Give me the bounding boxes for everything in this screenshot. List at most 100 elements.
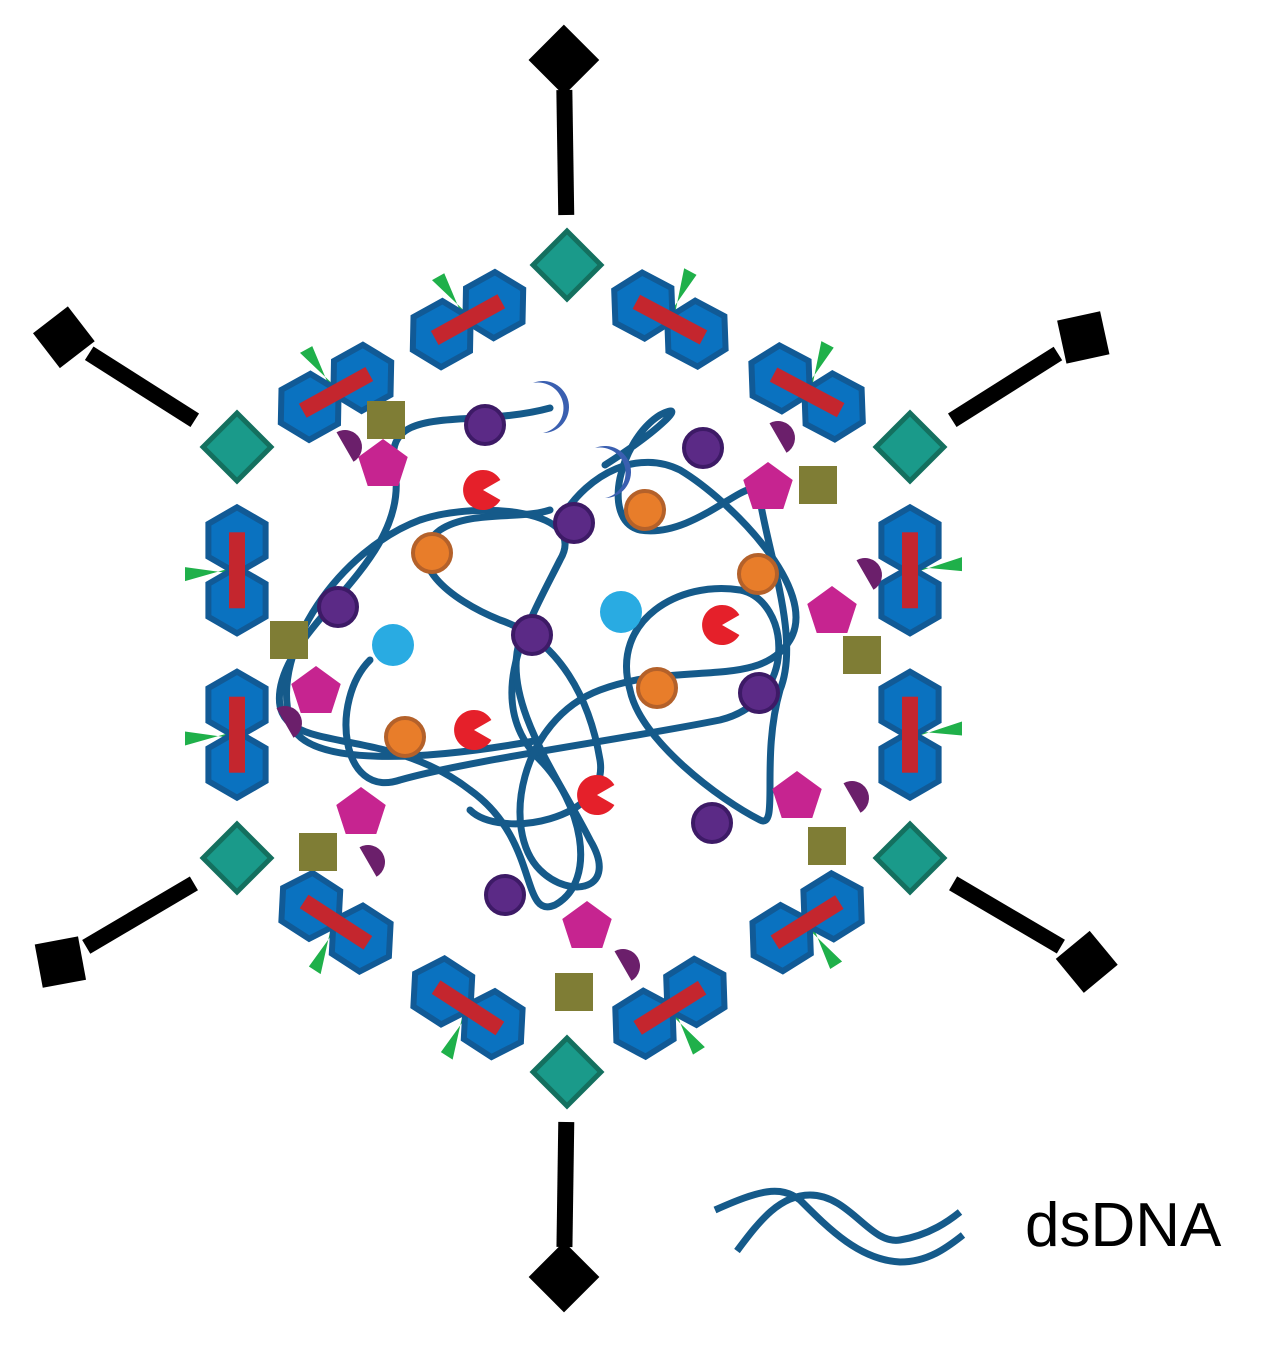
fiber-shaft: [949, 876, 1065, 954]
hexon-pair: [612, 955, 728, 1061]
legend-strand: [713, 1187, 966, 1266]
cement-bar: [633, 980, 707, 1035]
cement-bar: [430, 294, 506, 345]
purple-half-protein: [336, 430, 362, 462]
spike: [666, 1005, 705, 1055]
purple-protein: [484, 874, 526, 916]
core-proteins: [270, 380, 882, 1011]
penton: [872, 820, 948, 896]
spike: [910, 557, 962, 575]
fiber-knob: [33, 306, 95, 369]
fiber-shaft: [556, 89, 575, 216]
orange-protein: [624, 489, 666, 531]
hexon-pair: [409, 268, 527, 371]
capsid: [185, 227, 962, 1110]
red-pacman-protein: [454, 710, 492, 750]
red-pacman-protein: [577, 775, 615, 816]
magenta-pentagon-protein: [562, 901, 612, 949]
fiber-knob: [34, 936, 87, 988]
red-pacman-protein: [463, 470, 501, 510]
cement-bar: [229, 532, 245, 609]
olive-square-protein: [843, 636, 881, 674]
purple-half-protein: [276, 706, 302, 738]
purple-half-protein: [843, 781, 869, 813]
cement-bar: [298, 367, 374, 418]
cement-bar: [431, 980, 505, 1036]
cement-bar: [770, 895, 844, 950]
purple-half-protein: [614, 949, 640, 981]
purple-protein: [682, 427, 724, 469]
fiber-knob: [528, 1241, 600, 1313]
fiber-shaft: [556, 1121, 575, 1248]
hexon-pair: [185, 503, 269, 637]
dna-strand: [275, 404, 585, 911]
purple-half-protein: [769, 421, 795, 453]
magenta-pentagon-protein: [336, 787, 386, 835]
legend-label: dsDNA: [1025, 1191, 1222, 1260]
hexon-pair: [878, 503, 962, 637]
purple-protein: [691, 802, 733, 844]
fiber-shaft: [947, 346, 1063, 428]
fibers: [33, 24, 1118, 1313]
orange-protein: [636, 667, 678, 709]
dna-strand: [342, 407, 791, 825]
penton: [529, 1034, 605, 1110]
hexon-pair: [749, 869, 865, 975]
fiber-knob: [1055, 930, 1118, 993]
olive-square-protein: [799, 466, 837, 504]
hexon-pair: [878, 668, 962, 802]
purple-protein: [317, 586, 359, 628]
magenta-pentagon-protein: [807, 586, 857, 634]
hexon-pair: [748, 341, 866, 443]
spike: [185, 566, 237, 582]
purple-protein: [738, 672, 780, 714]
red-pacman-protein: [702, 605, 740, 646]
penton: [529, 227, 605, 303]
cement-bar: [769, 367, 845, 418]
olive-square-protein: [555, 973, 593, 1011]
penton: [199, 820, 275, 896]
fiber-shaft: [84, 346, 200, 427]
penton: [199, 409, 275, 485]
cement-bar: [902, 532, 918, 609]
cement-bar: [299, 894, 373, 950]
magenta-pentagon-protein: [772, 771, 822, 819]
penton: [872, 409, 948, 485]
fiber-knob: [528, 24, 600, 96]
purple-half-protein: [359, 845, 385, 877]
hexon-pair: [185, 668, 269, 802]
cement-bar: [632, 294, 708, 345]
olive-square-protein: [299, 833, 337, 871]
spike: [185, 730, 237, 746]
olive-square-protein: [367, 401, 405, 439]
light-blue-protein: [372, 624, 414, 666]
orange-protein: [411, 532, 453, 574]
hexon-pair: [278, 869, 394, 975]
purple-half-protein: [856, 558, 882, 590]
magenta-pentagon-protein: [291, 666, 341, 714]
cement-bar: [902, 696, 918, 773]
fiber-shaft: [82, 876, 198, 954]
purple-protein: [464, 404, 506, 446]
purple-protein: [511, 614, 553, 656]
dna-strand: [512, 458, 800, 891]
cement-bar: [229, 696, 245, 773]
orange-protein: [737, 553, 779, 595]
olive-square-protein: [270, 621, 308, 659]
legend-strand: [734, 1191, 963, 1254]
fiber-knob: [1057, 311, 1110, 364]
hexon-pair: [410, 955, 526, 1061]
spike: [910, 721, 962, 739]
hexon-pair: [611, 268, 729, 371]
blue-crescent-protein: [595, 446, 632, 498]
light-blue-protein: [600, 591, 642, 633]
dsdna-legend-icon: [713, 1187, 966, 1266]
orange-protein: [384, 716, 426, 758]
spike: [803, 920, 843, 969]
magenta-pentagon-protein: [358, 439, 408, 487]
olive-square-protein: [808, 827, 846, 865]
hexon-pair: [277, 341, 395, 444]
blue-crescent-protein: [533, 380, 570, 433]
purple-protein: [553, 502, 595, 544]
